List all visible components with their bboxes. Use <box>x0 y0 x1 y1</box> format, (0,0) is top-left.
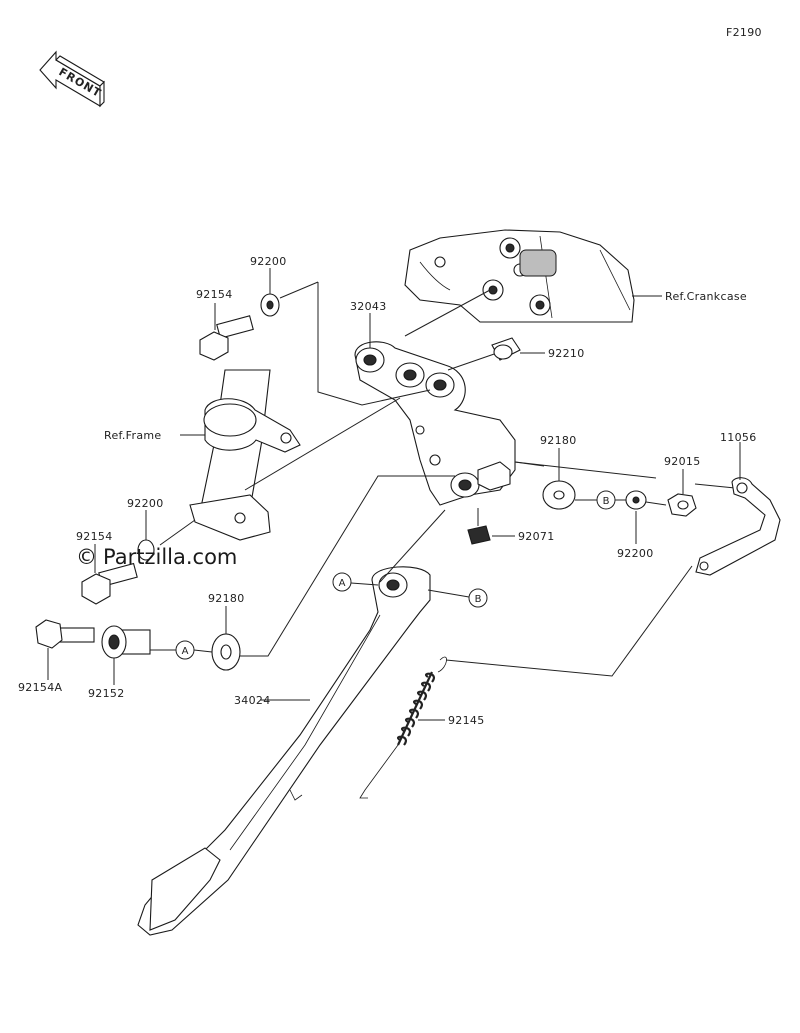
nut-92015 <box>667 493 697 517</box>
washer-92180-mid <box>542 480 576 510</box>
side-stand-34024 <box>137 566 431 936</box>
collar-92152 <box>101 625 151 659</box>
label-92152: 92152 <box>88 687 125 700</box>
label-92071: 92071 <box>518 530 555 543</box>
stand-bracket <box>354 341 516 506</box>
bolt-92154-left <box>81 562 138 605</box>
callout-b-mid: B <box>603 496 610 507</box>
label-92154-top: 92154 <box>196 288 233 301</box>
bolt-92154-top <box>199 315 254 361</box>
label-92200-right: 92200 <box>617 547 654 560</box>
callout-a-stand: A <box>339 578 346 589</box>
label-92200-left: 92200 <box>127 497 164 510</box>
callout-a-low: A <box>182 646 189 657</box>
label-92180-mid: 92180 <box>540 434 577 447</box>
copyright-symbol: © <box>76 545 97 569</box>
spring-92145 <box>359 656 447 799</box>
front-arrow-icon: FRONT <box>39 50 105 108</box>
label-32043: 32043 <box>350 300 387 313</box>
switch-bracket-11056 <box>695 477 781 576</box>
collar-92210 <box>491 337 521 361</box>
label-34024: 34024 <box>234 694 271 707</box>
watermark-text: Partzilla.com <box>103 545 238 569</box>
callout-b-stand: B <box>475 594 482 605</box>
label-92015: 92015 <box>664 455 701 468</box>
bolt-92154A <box>35 619 95 649</box>
crankcase-ref-shape <box>404 229 635 323</box>
label-92200-top: 92200 <box>250 255 287 268</box>
label-92154-left: 92154 <box>76 530 113 543</box>
ref-frame-label: Ref.Frame <box>104 429 161 442</box>
label-11056: 11056 <box>720 431 757 444</box>
grommet-92071 <box>467 525 491 545</box>
label-92180-low: 92180 <box>208 592 245 605</box>
washer-92180-low <box>211 633 241 671</box>
ref-crankcase-label: Ref.Crankcase <box>665 290 747 303</box>
label-92145: 92145 <box>448 714 485 727</box>
watermark: ©Partzilla.com <box>76 545 237 569</box>
washer-92200-right <box>625 490 647 510</box>
figure-code: F2190 <box>726 26 762 39</box>
label-92210: 92210 <box>548 347 585 360</box>
frame-ref-shape <box>189 369 301 541</box>
washer-92200-top <box>260 293 280 317</box>
label-92154A: 92154A <box>18 681 62 694</box>
